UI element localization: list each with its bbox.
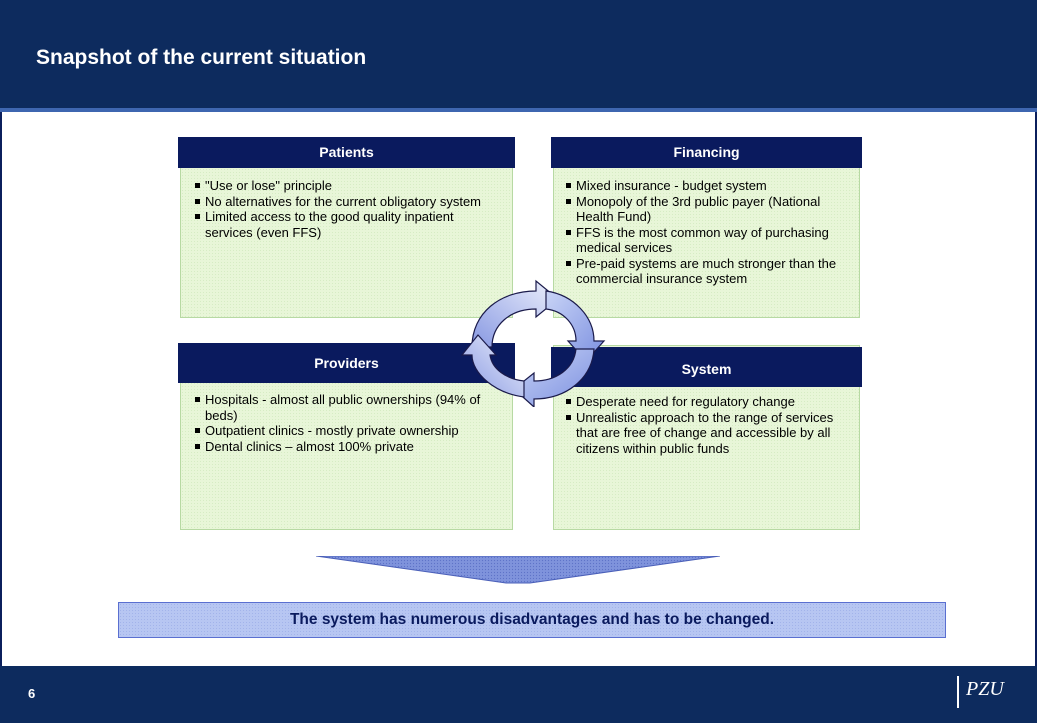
financing-box xyxy=(553,140,860,318)
system-bullets: Desperate need for regulatory change Unr… xyxy=(565,394,857,456)
patients-header: Patients xyxy=(178,137,515,168)
financing-title: Financing xyxy=(673,144,740,160)
page-number: 6 xyxy=(28,686,36,701)
bullet-item: Dental clinics – almost 100% private xyxy=(194,439,499,455)
bullet-item: No alternatives for the current obligato… xyxy=(194,194,499,210)
bullet-item: Limited access to the good quality inpat… xyxy=(194,209,499,240)
bullet-item: Desperate need for regulatory change xyxy=(565,394,857,410)
conclusion-text: The system has numerous disadvantages an… xyxy=(289,611,775,628)
bullet-item: Outpatient clinics - mostly private owne… xyxy=(194,423,499,439)
logo-divider xyxy=(957,676,959,708)
patients-bullets: "Use or lose" principle No alternatives … xyxy=(194,178,499,240)
slide-header: Snapshot of the current situation xyxy=(0,0,1037,112)
cycle-arrows-icon xyxy=(460,279,606,407)
bullet-item: Mixed insurance - budget system xyxy=(565,178,857,194)
bullet-item: Monopoly of the 3rd public payer (Nation… xyxy=(565,194,857,225)
conclusion-banner: The system has numerous disadvantages an… xyxy=(118,602,946,638)
bullet-item: Hospitals - almost all public ownerships… xyxy=(194,392,499,423)
bullet-item: Unrealistic approach to the range of ser… xyxy=(565,410,857,457)
providers-title: Providers xyxy=(314,355,379,371)
slide-title: Snapshot of the current situation xyxy=(36,46,367,69)
bullet-item: "Use or lose" principle xyxy=(194,178,499,194)
financing-bullets: Mixed insurance - budget system Monopoly… xyxy=(565,178,857,287)
system-header: System xyxy=(551,347,862,387)
pzu-logo: PZU xyxy=(966,678,1004,700)
providers-bullets: Hospitals - almost all public ownerships… xyxy=(194,392,499,454)
financing-header: Financing xyxy=(551,137,862,168)
providers-header: Providers xyxy=(178,343,515,383)
down-chevron-icon xyxy=(316,556,720,584)
slide-footer: 6 PZU xyxy=(0,666,1037,723)
system-title: System xyxy=(681,361,732,377)
patients-title: Patients xyxy=(319,144,374,160)
patients-box xyxy=(180,140,513,318)
bullet-item: FFS is the most common way of purchasing… xyxy=(565,225,857,256)
bullet-item: Pre-paid systems are much stronger than … xyxy=(565,256,857,287)
